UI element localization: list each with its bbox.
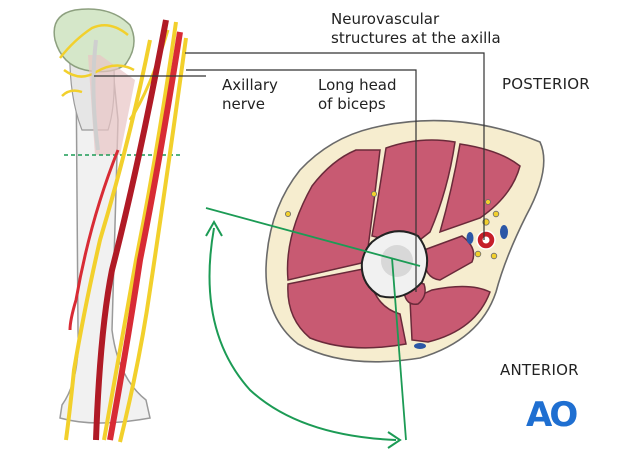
leader-long-head-biceps: [186, 69, 417, 292]
rotation-arc: [208, 227, 397, 441]
ao-logo-text: AO: [526, 395, 578, 435]
label-posterior: POSTERIOR: [502, 75, 590, 93]
deltoid-insertion: [88, 55, 135, 155]
humerus-illustration: [53, 8, 188, 443]
label-long-head-line-2: of biceps: [318, 95, 386, 113]
brachial-vein: [93, 19, 169, 441]
nerve-dot-axillary: [284, 210, 291, 217]
label-neurovascular-structures: Neurovascular structures at the axilla: [331, 10, 501, 48]
profunda-brachii-artery: [68, 149, 120, 331]
label-neurovascular-line-2: structures at the axilla: [331, 29, 501, 47]
triceps-long: [438, 143, 521, 234]
rotation-arrowhead-top: [205, 219, 223, 237]
nerve-dot-radial: [370, 190, 377, 197]
cephalic-vein: [414, 343, 426, 349]
label-long-head-line-1: Long head: [318, 76, 397, 94]
axillary-vein-right: [500, 225, 508, 239]
nerve-dot-4: [490, 252, 498, 260]
triceps-lateral: [371, 139, 456, 247]
median-nerve: [102, 21, 178, 441]
label-axillary-nerve-line-1: Axillary: [222, 76, 278, 94]
label-anterior: ANTERIOR: [500, 361, 579, 379]
label-axillary-nerve: Axillary nerve: [222, 76, 278, 114]
nerve-dot-2: [492, 210, 500, 218]
axillary-vein-left: [466, 232, 474, 244]
axis-line-anterior: [391, 257, 407, 441]
deltoid-anterior: [287, 267, 407, 349]
biceps-tendon: [91, 39, 100, 151]
axillary-cross-section: [94, 52, 545, 449]
brachial-artery: [107, 31, 183, 441]
radial-nerve: [64, 39, 152, 441]
label-neurovascular-line-1: Neurovascular: [331, 10, 440, 28]
axillary-nerve-loop: [63, 64, 135, 78]
nerve-dot-3: [474, 250, 482, 258]
axis-line-lateral: [205, 207, 421, 267]
ulnar-nerve: [118, 37, 188, 443]
rotation-arrowhead-bottom: [387, 431, 402, 449]
axillary-nerve-branch: [59, 23, 129, 59]
ao-logo: AO: [526, 395, 578, 435]
nerve-dot-5: [485, 199, 491, 205]
label-long-head-of-biceps: Long head of biceps: [318, 76, 397, 114]
medullary-canal: [381, 245, 413, 277]
leader-neurovascular: [185, 52, 485, 240]
nerve-twig: [61, 89, 83, 97]
label-axillary-nerve-line-2: nerve: [222, 95, 266, 113]
deltoid-posterior: [286, 149, 381, 281]
biceps-short-head: [409, 285, 491, 343]
